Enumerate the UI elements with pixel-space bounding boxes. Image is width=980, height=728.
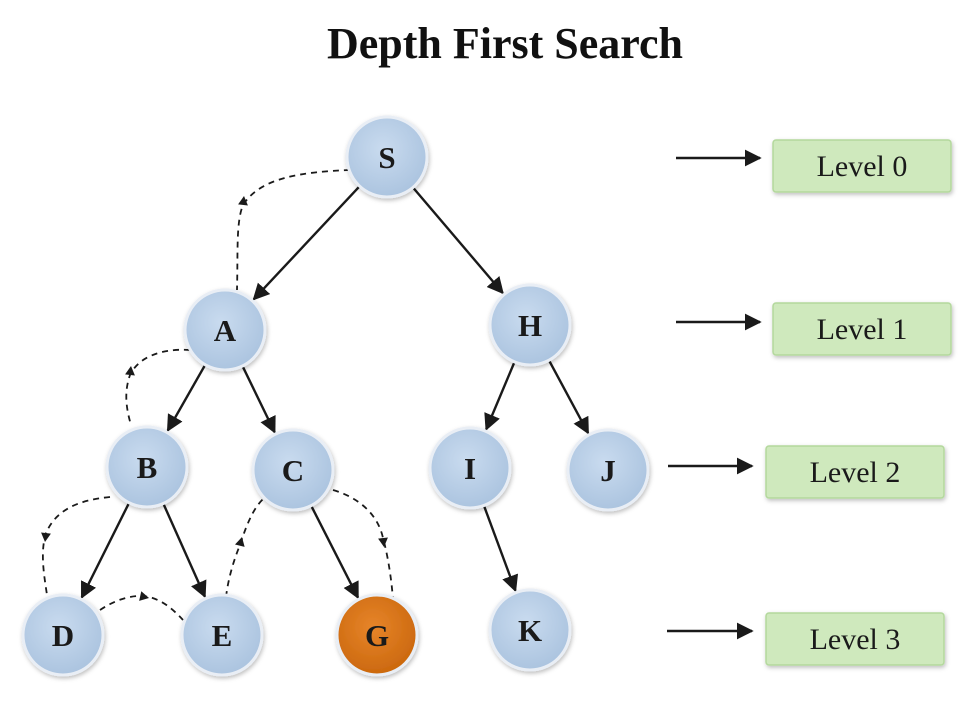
node-circle [180, 593, 264, 677]
level-indicator-2: Level 2 [668, 445, 945, 499]
node-circle [21, 593, 105, 677]
level-indicator-3: Level 3 [667, 612, 945, 666]
node-circle [183, 288, 267, 372]
node-label: K [518, 613, 542, 648]
node-circle [345, 115, 429, 199]
node-label: A [214, 313, 237, 348]
node-label: B [137, 450, 158, 485]
node-circle [428, 426, 512, 510]
level-label: Level 3 [810, 623, 901, 656]
diagram-title: Depth First Search [326, 19, 684, 68]
edge-h-i [484, 355, 518, 431]
level-indicator-1: Level 1 [676, 302, 952, 356]
level-indicator-0: Level 0 [676, 139, 952, 193]
traversal-path-b-d [41, 496, 111, 596]
node-label: H [518, 308, 542, 343]
traversal-path-d-e [99, 595, 184, 621]
node-circle [488, 283, 572, 367]
node-a: A [183, 288, 267, 372]
level-label: Level 1 [817, 313, 908, 346]
traversal-path-c-g [332, 489, 394, 601]
node-label: J [600, 453, 616, 488]
traversal-arrowhead-e-c [235, 537, 245, 547]
traversal-arrowhead-s-a [238, 196, 248, 206]
node-label: G [365, 618, 389, 653]
traversal-arrowhead-c-g [378, 537, 388, 547]
level-box [772, 139, 952, 193]
edge-a-b [166, 358, 210, 432]
node-circle [566, 428, 650, 512]
traversal-path-e-c [225, 494, 269, 598]
node-label: C [282, 453, 304, 488]
node-i: I [428, 426, 512, 510]
traversal-arrowhead-d-e [139, 591, 149, 601]
node-circle [488, 588, 572, 672]
node-h: H [488, 283, 572, 367]
node-label: D [52, 618, 74, 653]
node-label: E [212, 618, 233, 653]
level-label: Level 2 [810, 456, 901, 489]
edge-b-e [159, 497, 207, 599]
edge-s-a [252, 180, 365, 301]
level-box [772, 302, 952, 356]
traversal-arrowhead-a-b [125, 366, 135, 376]
edge-h-j [545, 354, 590, 435]
level-label: Level 0 [817, 150, 908, 183]
node-label: I [464, 451, 476, 486]
level-box [765, 445, 945, 499]
node-circle [105, 425, 189, 509]
node-c: C [251, 428, 335, 512]
node-d: D [21, 593, 105, 677]
node-label: S [378, 140, 395, 175]
node-b: B [105, 425, 189, 509]
edge-b-d [80, 496, 133, 599]
node-circle [335, 593, 419, 677]
edge-a-c [238, 360, 276, 434]
traversal-path-s-a [236, 169, 351, 291]
traversal-path-a-b [125, 348, 191, 426]
node-j: J [566, 428, 650, 512]
node-circle [251, 428, 335, 512]
edge-c-g [307, 499, 360, 600]
traversal-arrowhead-b-d [41, 532, 51, 542]
edge-i-k [480, 499, 519, 593]
node-g-goal: G [335, 593, 419, 677]
node-s: S [345, 115, 429, 199]
node-e: E [180, 593, 264, 677]
node-k: K [488, 588, 572, 672]
level-box [765, 612, 945, 666]
edge-s-h [408, 182, 504, 295]
